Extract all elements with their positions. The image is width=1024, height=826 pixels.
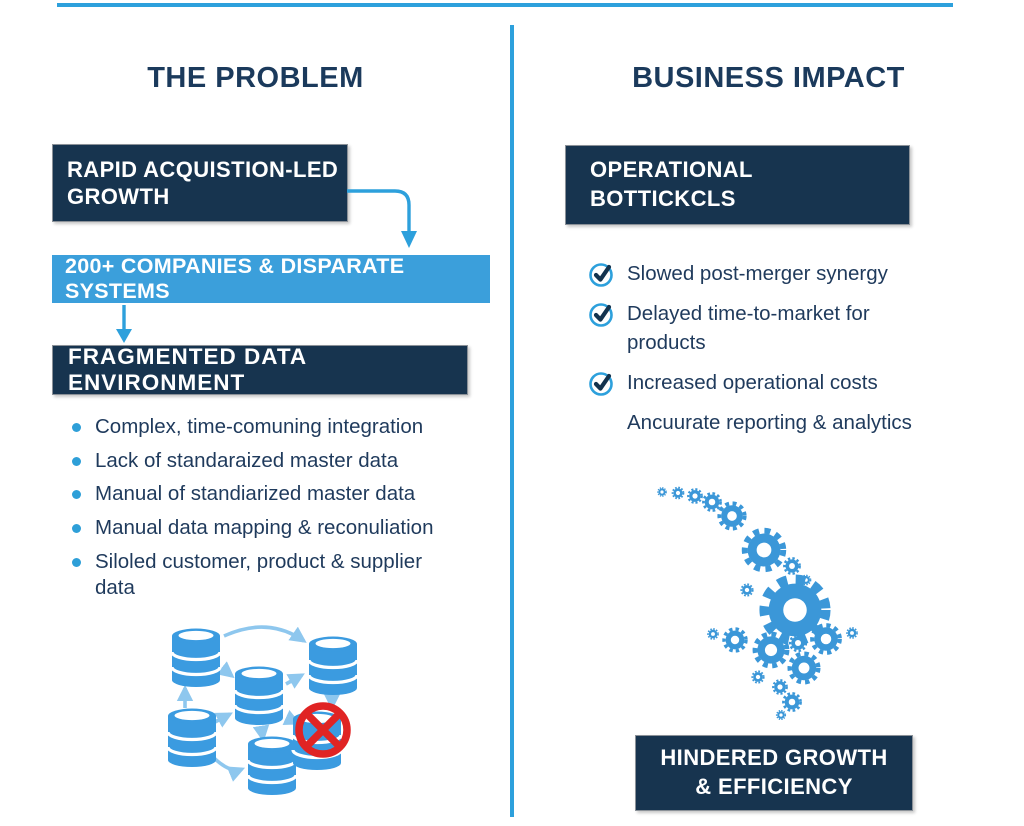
- check-circle-icon: [589, 372, 613, 396]
- problem-bar-companies-label: 200+ COMPANIES & DISPARATE SYSTEMS: [65, 254, 405, 303]
- bullet-text: Manual of standiarized master data: [95, 482, 416, 506]
- gear-icon: [717, 501, 747, 531]
- gear-icon: [782, 692, 802, 712]
- gear-icon: [788, 633, 808, 653]
- checklist-label: Ancuurate reporting & analytics: [627, 411, 912, 435]
- bullet-dot-icon: [72, 456, 81, 466]
- gear-icon: [751, 670, 765, 684]
- list-item: Manual of standiarized master data: [72, 481, 464, 508]
- list-item: Ancuurate reporting & analytics: [588, 409, 928, 437]
- database-icon: [246, 734, 298, 797]
- impact-box-hindered: HINDERED GROWTH & EFFICIENCY: [635, 735, 913, 811]
- gear-icon: [740, 583, 754, 597]
- impact-box-hindered-line1: HINDERED GROWTH: [660, 745, 888, 771]
- checklist-label: Slowed post-merger synergy: [627, 262, 888, 285]
- gear-icon: [707, 628, 719, 640]
- gear-icon: [722, 627, 748, 653]
- list-item: Lack of standaraized master data: [72, 448, 464, 475]
- database-icon: [233, 664, 285, 727]
- list-item: Siloled customer, product & supplier dat…: [72, 549, 464, 602]
- gears-arrow-illustration: [657, 486, 858, 720]
- gear-icon: [772, 679, 788, 695]
- impact-box-hindered-line2: & EFFICIENCY: [695, 774, 853, 799]
- problem-box-fragmented: FRAGMENTED DATA ENVIRONMENT: [52, 344, 468, 395]
- gear-icon: [702, 492, 722, 512]
- problem-box-growth-line1: RAPID ACQUISTION-LED: [67, 156, 339, 182]
- list-item: Complex, time-comuning integration: [72, 414, 464, 441]
- gear-icon: [790, 654, 819, 683]
- gear-icon: [755, 634, 787, 666]
- gear-icon: [775, 709, 787, 720]
- gear-icon: [745, 531, 784, 570]
- gear-icon: [657, 487, 667, 497]
- list-item: Manual data mapping & reconuliation: [72, 515, 464, 542]
- database-icon: [170, 626, 222, 689]
- bullet-dot-icon: [72, 557, 81, 567]
- list-item: Increased operational costs: [588, 369, 928, 397]
- bullet-text: Complex, time-comuning integration: [95, 415, 424, 438]
- top-divider-line: [57, 3, 953, 7]
- impact-box-bottlenecks-line2: BOTTICKCLS: [590, 186, 736, 211]
- checklist-spacer: [588, 409, 614, 435]
- checklist-label: Increased operational costs: [627, 370, 878, 394]
- bullet-text: Lack of standaraized master data: [95, 448, 399, 472]
- gear-icon: [671, 486, 685, 500]
- down-arrow-icon: [116, 305, 132, 343]
- checklist-label: Delayed time-to-market for products: [627, 302, 870, 354]
- column-divider-line: [510, 25, 514, 817]
- database-network-illustration: [166, 625, 359, 797]
- page-title-impact: BUSINESS IMPACT: [632, 62, 905, 94]
- check-circle-icon: [589, 263, 613, 287]
- bullet-text: Manual data mapping & reconuliation: [95, 515, 434, 539]
- problem-box-growth: RAPID ACQUISTION-LED GROWTH: [52, 144, 348, 222]
- check-circle-icon: [589, 303, 613, 328]
- impact-box-bottlenecks-line1: OPERATIONAL: [590, 157, 753, 183]
- bullet-text: Siloled customer, product & supplier dat…: [95, 549, 423, 600]
- page-title-problem: THE PROBLEM: [147, 62, 364, 94]
- bullet-dot-icon: [72, 423, 81, 432]
- gear-icon: [846, 627, 858, 639]
- problem-bar-companies: 200+ COMPANIES & DISPARATE SYSTEMS: [52, 254, 490, 303]
- database-icon: [307, 634, 359, 697]
- list-item: Slowed post-merger synergy: [588, 260, 928, 288]
- problem-box-fragmented-label: FRAGMENTED DATA ENVIRONMENT: [68, 344, 307, 395]
- elbow-arrow-icon: [347, 189, 417, 248]
- problem-bullet-list: Complex, time-comuning integration Lack …: [72, 414, 464, 609]
- gear-icon: [783, 557, 801, 575]
- problem-box-growth-line2: GROWTH: [67, 184, 170, 209]
- list-item: Delayed time-to-market for products: [588, 300, 928, 357]
- bullet-dot-icon: [72, 523, 81, 533]
- impact-box-bottlenecks: OPERATIONAL BOTTICKCLS: [565, 145, 910, 225]
- error-cross-icon: [295, 702, 351, 758]
- database-icon: [166, 706, 218, 769]
- bullet-dot-icon: [72, 490, 81, 500]
- impact-checklist: Slowed post-merger synergy Delayed time-…: [588, 260, 928, 449]
- gear-icon: [687, 488, 703, 504]
